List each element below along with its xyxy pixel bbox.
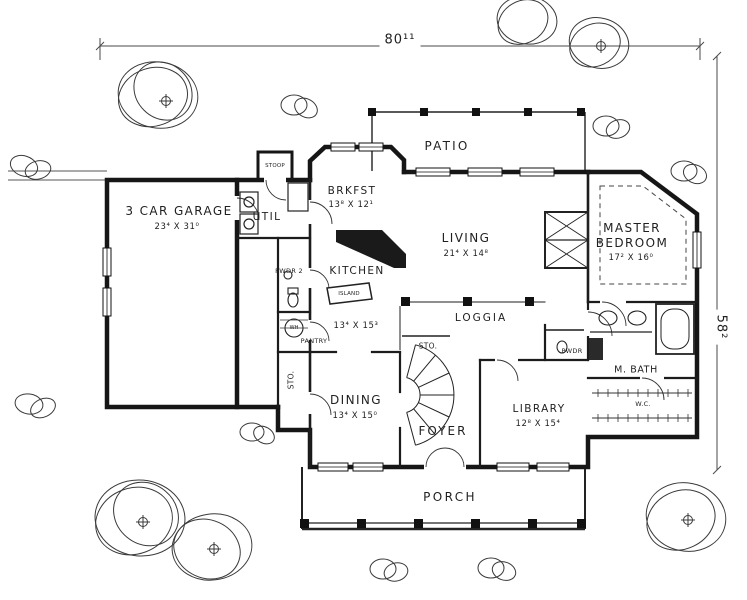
room-size-library: 12⁸ X 15⁴ bbox=[515, 419, 561, 429]
room-label-storage-stairs: STO. bbox=[418, 341, 438, 351]
stairs-icon bbox=[402, 335, 455, 446]
room-size-master: 17² X 16⁰ bbox=[608, 253, 654, 263]
room-label-master-line2: BEDROOM bbox=[595, 236, 669, 250]
room-label-pantry: PANTRY bbox=[300, 337, 328, 345]
tree-icon bbox=[94, 479, 186, 557]
room-label-library: LIBRARY bbox=[512, 403, 566, 415]
room-label-master-bath: M. BATH bbox=[614, 364, 658, 376]
room-size-dining: 13⁴ X 15⁰ bbox=[332, 411, 378, 421]
fireplace-icon bbox=[544, 211, 589, 269]
room-label-storage-hall: STO. bbox=[286, 370, 296, 390]
room-label-powder: PWDR bbox=[561, 347, 583, 355]
room-label-island: ISLAND bbox=[338, 291, 360, 297]
tree-icon bbox=[117, 61, 199, 129]
room-size-garage: 23⁴ X 31⁰ bbox=[154, 222, 200, 232]
dimension-width-label: 80¹¹ bbox=[379, 32, 421, 48]
room-label-loggia: LOGGIA bbox=[454, 312, 508, 324]
powder-toilet-icon bbox=[556, 340, 568, 354]
dimension-height-label: 58² bbox=[713, 309, 729, 345]
porch-structure bbox=[300, 467, 586, 531]
loggia-posts bbox=[401, 297, 534, 306]
master-bath-fixtures bbox=[556, 303, 695, 360]
patio-structure bbox=[368, 108, 586, 171]
room-size-kitchen: 13⁴ X 15³ bbox=[333, 321, 379, 331]
room-label-util: UTIL bbox=[252, 211, 282, 223]
room-label-master-line1: MASTER bbox=[603, 221, 661, 235]
room-label-brkfst: BRKFST bbox=[327, 185, 377, 197]
room-label-closet: W.C. bbox=[633, 400, 653, 408]
room-label-living: LIVING bbox=[441, 231, 491, 245]
bush-icon bbox=[9, 94, 708, 582]
tree-icon bbox=[496, 0, 558, 45]
driveway-lines bbox=[8, 170, 107, 181]
room-label-porch: PORCH bbox=[423, 490, 477, 504]
kitchen-counter-icon bbox=[326, 230, 406, 350]
pantry-shelves bbox=[280, 319, 308, 329]
windows bbox=[102, 142, 702, 472]
room-label-foyer: FOYER bbox=[418, 424, 468, 438]
room-size-living: 21⁴ X 14⁸ bbox=[443, 249, 489, 259]
powder-vanity-icon bbox=[589, 338, 603, 360]
room-label-powder2: PWDR 2 bbox=[275, 267, 303, 275]
room-label-dining: DINING bbox=[330, 393, 382, 407]
room-label-kitchen: KITCHEN bbox=[329, 265, 385, 277]
water-heater-label: WH bbox=[289, 325, 299, 331]
tree-icon bbox=[171, 513, 253, 581]
room-label-stoop: STOOP bbox=[265, 163, 285, 169]
laundry-icons bbox=[239, 182, 309, 235]
doors bbox=[233, 176, 665, 471]
tree-icon bbox=[568, 17, 630, 69]
tree-icon bbox=[645, 482, 727, 552]
closet-rods bbox=[592, 389, 692, 422]
room-label-garage: 3 CAR GARAGE bbox=[125, 204, 233, 218]
room-label-patio: PATIO bbox=[424, 139, 470, 153]
tub-icon bbox=[655, 303, 695, 355]
exterior-walls bbox=[104, 144, 700, 470]
room-size-brkfst: 13⁸ X 12¹ bbox=[328, 200, 374, 210]
tray-ceiling-dashed bbox=[599, 185, 687, 285]
